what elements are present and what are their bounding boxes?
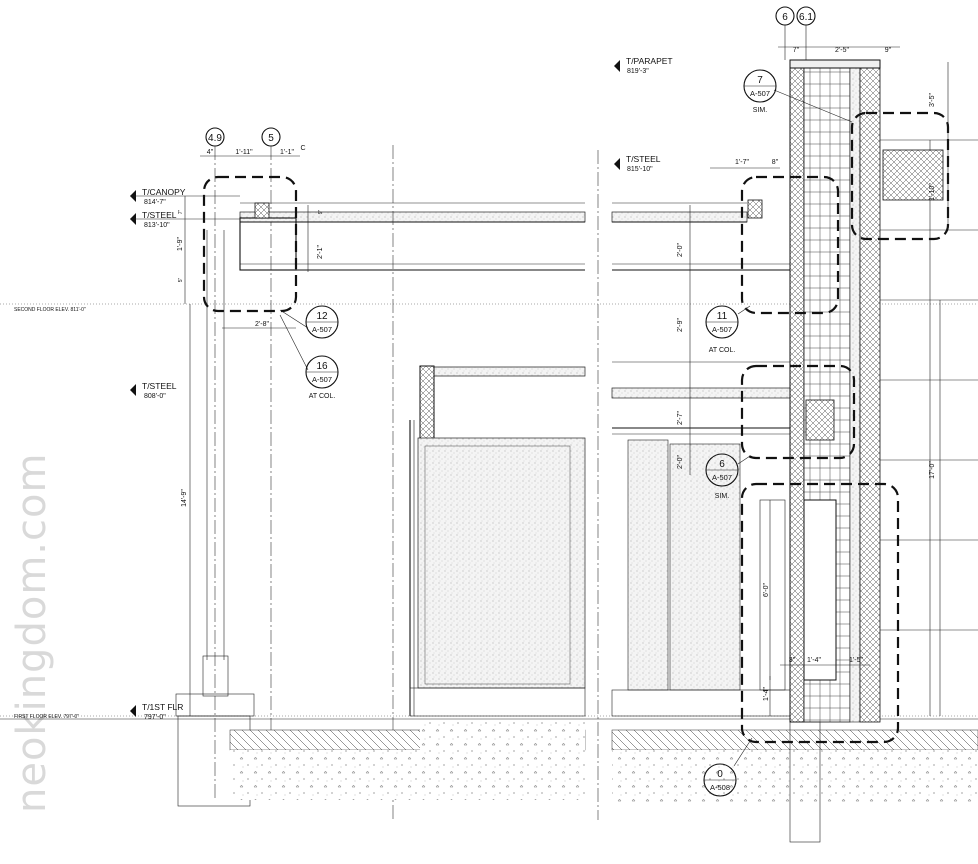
dim-1-1: 1'-1" — [280, 149, 294, 156]
callout-7: 7 A-507 SIM. — [743, 69, 853, 123]
svg-text:6.1: 6.1 — [799, 12, 813, 23]
svg-text:0: 0 — [717, 769, 723, 780]
dim-14-9: 14'-9" — [181, 489, 188, 507]
dim-1-9: 1'-9" — [177, 237, 184, 251]
callout-0: 0 A-508 — [703, 737, 753, 797]
elev-marker-first-floor: T/1ST FLR 797'-0" — [130, 702, 183, 721]
svg-text:6: 6 — [782, 12, 788, 23]
detail-boundary-0 — [740, 482, 900, 744]
svg-text:A-507: A-507 — [712, 473, 732, 482]
dim-8: 8" — [772, 159, 779, 166]
dim-17-0: 17'-0" — [929, 461, 936, 479]
svg-text:7: 7 — [757, 75, 763, 86]
dim-2-1: 2'-1" — [317, 245, 324, 259]
dim-4: 4" — [207, 149, 214, 156]
dim-3-5: 3'-5" — [929, 93, 936, 107]
dim-1-5: 1'-5" — [849, 657, 863, 664]
svg-text:T/CANOPY: T/CANOPY — [142, 187, 186, 197]
grid-bubble-4-9: 4.9 — [205, 127, 225, 800]
svg-text:SIM.: SIM. — [753, 107, 767, 114]
svg-text:813'-10": 813'-10" — [144, 222, 170, 229]
dim-2-7: 2'-7" — [677, 411, 684, 425]
dimension-texts: 4" 1'-11" 1'-1" C 7" 1'-9" 5" 9" 2'-1" 2… — [177, 47, 936, 701]
dim-1-7: 1'-7" — [735, 159, 749, 166]
svg-text:T/1ST FLR: T/1ST FLR — [142, 702, 183, 712]
right-floor-slab — [611, 361, 798, 435]
svg-text:A-508: A-508 — [710, 783, 730, 792]
svg-text:4.9: 4.9 — [208, 133, 222, 144]
svg-text:A-507: A-507 — [312, 325, 332, 334]
dim-1-4b: 1'-4" — [763, 687, 770, 701]
svg-text:SIM.: SIM. — [715, 493, 729, 500]
svg-text:5: 5 — [268, 133, 274, 144]
svg-text:AT COL.: AT COL. — [309, 393, 336, 400]
left-column — [175, 230, 255, 807]
dim-3: 3" — [789, 657, 796, 664]
svg-text:16: 16 — [316, 361, 328, 372]
curtain-wall-right — [880, 139, 978, 716]
dim-6-0: 6'-0" — [763, 583, 770, 597]
svg-text:A-507: A-507 — [312, 375, 332, 384]
svg-text:A-507: A-507 — [750, 89, 770, 98]
callout-11: 11 A-507 AT COL. — [705, 305, 751, 354]
dim-1-10: 1'-10" — [929, 183, 936, 201]
dim-1-11: 1'-11" — [235, 149, 253, 156]
dim-small-5: 5" — [178, 278, 184, 283]
storefront-right — [611, 439, 793, 717]
dim-1-4: 1'-4" — [807, 657, 821, 664]
detail-boundary-12 — [202, 175, 298, 313]
svg-text:AT COL.: AT COL. — [709, 347, 736, 354]
svg-text:T/STEEL: T/STEEL — [626, 154, 661, 164]
svg-text:T/STEEL: T/STEEL — [142, 210, 177, 220]
dim-2-8: 2'-8" — [255, 321, 269, 328]
svg-text:6: 6 — [719, 459, 725, 470]
dim-small-7: 7" — [178, 210, 184, 215]
detail-boundary-6 — [740, 364, 856, 460]
elev-marker-parapet: T/PARAPET 819'-3" — [614, 56, 673, 75]
svg-text:814'-7": 814'-7" — [144, 199, 166, 206]
dim-2-0: 2'-0" — [677, 243, 684, 257]
svg-text:A-507: A-507 — [712, 325, 732, 334]
dimension-lines — [184, 46, 949, 716]
svg-text:12: 12 — [316, 311, 328, 322]
first-floor-label: FIRST FLOOR ELEV. 797'-0" — [14, 714, 79, 720]
elev-marker-steel-right: T/STEEL 815'-10" — [614, 154, 661, 173]
dim-2-9: 2'-9" — [677, 318, 684, 332]
grid-bubble-6-1: 6.1 — [796, 6, 816, 60]
dim-small-9: 9" — [318, 210, 324, 215]
svg-text:819'-3": 819'-3" — [627, 68, 649, 75]
ground-right — [611, 721, 978, 843]
callout-6: 6 A-507 SIM. — [705, 453, 751, 500]
svg-text:T/STEEL: T/STEEL — [142, 381, 177, 391]
dim-c: C — [300, 145, 305, 152]
masonry-wall — [789, 59, 881, 723]
canopy-beam — [239, 202, 586, 271]
svg-text:815'-10": 815'-10" — [627, 166, 653, 173]
elev-marker-steel-mid: T/STEEL 808'-0" — [130, 381, 177, 400]
svg-text:808'-0": 808'-0" — [144, 393, 166, 400]
ground-left — [229, 720, 586, 800]
svg-text:T/PARAPET: T/PARAPET — [626, 56, 673, 66]
svg-text:11: 11 — [717, 311, 728, 322]
grid-bubble-6: 6 — [775, 6, 795, 60]
dim-9: 9" — [885, 47, 892, 54]
detail-boundary-11 — [740, 175, 840, 315]
grid-bubble-5: 5 — [261, 127, 281, 800]
right-roof-beam — [611, 199, 790, 271]
callout-12: 12 A-507 — [279, 305, 339, 339]
svg-text:797'-0": 797'-0" — [144, 714, 166, 721]
storefront-left — [409, 365, 586, 717]
dim-2-0b: 2'-0" — [677, 455, 684, 469]
callout-16: 16 A-507 AT COL. — [279, 314, 339, 400]
second-floor-label: SECOND FLOOR ELEV. 811'-0" — [14, 307, 86, 313]
dim-2-5: 2'-5" — [835, 47, 849, 54]
dim-7: 7" — [793, 47, 800, 54]
